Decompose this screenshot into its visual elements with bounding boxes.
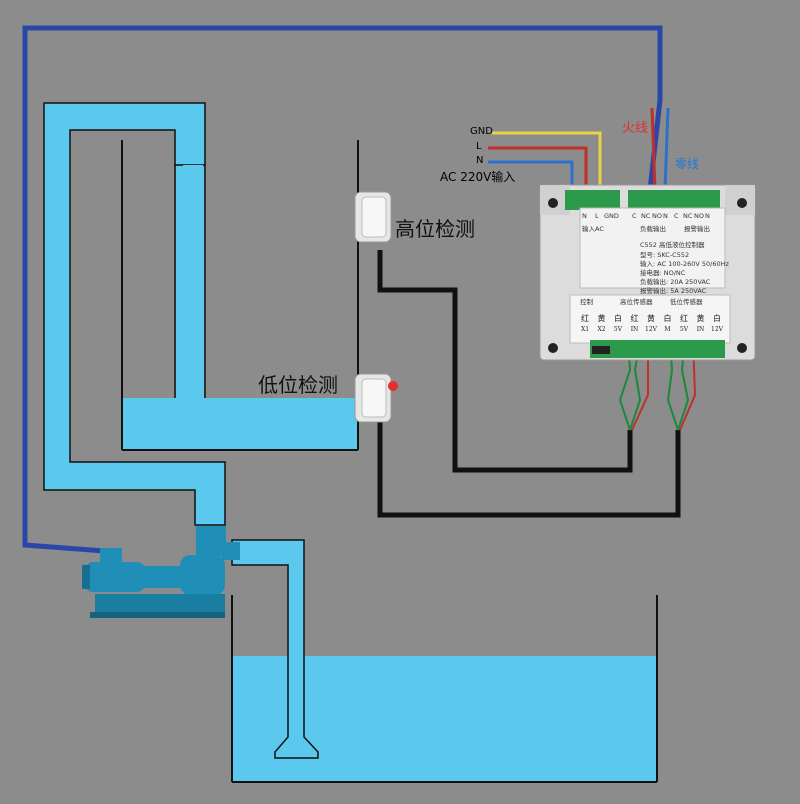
neutral-wire-label: 零线 bbox=[675, 157, 700, 171]
mount-hole-br bbox=[737, 343, 747, 353]
neutral-wire bbox=[663, 107, 670, 191]
sensor-indicator-led bbox=[388, 381, 398, 391]
terminal-id-2: 5V bbox=[613, 326, 623, 333]
terminal-n-left: N bbox=[582, 212, 587, 220]
terminal-color-7: 黄 bbox=[696, 314, 705, 323]
status-leds bbox=[592, 346, 610, 354]
l-wire bbox=[488, 146, 588, 190]
gnd-label: GND bbox=[470, 126, 493, 137]
terminal-color-5: 白 bbox=[663, 314, 672, 323]
mount-hole-bl bbox=[548, 343, 558, 353]
terminal-gnd: GND bbox=[604, 212, 619, 220]
n-label: N bbox=[476, 155, 484, 166]
alarm-output-label: 报警输出 bbox=[684, 225, 710, 233]
controller-input-spec: 输入: AC 100-260V 50/60Hz bbox=[640, 260, 729, 268]
bottom-group-control: 控制 bbox=[580, 298, 593, 306]
terminal-color-8: 白 bbox=[713, 314, 721, 323]
fill-pipe-water bbox=[176, 166, 204, 399]
high-level-detection-label: 高位检测 bbox=[395, 217, 475, 241]
bottom-group-high: 高位传感器 bbox=[620, 298, 653, 306]
n-wire bbox=[488, 160, 574, 190]
controller-alarm-spec: 报警输出: 5A 250VAC bbox=[640, 287, 707, 295]
terminal-color-2: 白 bbox=[614, 314, 622, 323]
low-level-sensor bbox=[354, 373, 398, 423]
terminal-no1: NO bbox=[652, 212, 662, 220]
load-output-label: 负载输出 bbox=[640, 225, 666, 233]
controller-load-spec: 负载输出: 20A 250VAC bbox=[640, 278, 711, 286]
high-sensor-cable bbox=[377, 250, 633, 473]
suction-pipe bbox=[231, 539, 319, 759]
terminal-id-4: 12V bbox=[645, 326, 657, 333]
pump-control-wire bbox=[22, 25, 663, 555]
terminal-color-6: 红 bbox=[680, 314, 688, 323]
upper-tank-water bbox=[123, 398, 357, 449]
water-pump bbox=[82, 526, 240, 618]
terminal-n2: N bbox=[705, 212, 710, 220]
controller-title: C552 高低液位控制器 bbox=[640, 241, 705, 249]
input-ac-label: 输入AC bbox=[582, 225, 604, 233]
terminal-id-5: M bbox=[664, 326, 671, 333]
terminal-id-7: IN bbox=[696, 326, 705, 333]
terminal-c2: C bbox=[674, 212, 679, 220]
high-level-sensor bbox=[354, 191, 392, 243]
gnd-wire bbox=[492, 131, 602, 190]
ac-input-label: AC 220V输入 bbox=[440, 170, 516, 184]
live-wire bbox=[650, 107, 657, 191]
controller-model: 型号: SKC-C552 bbox=[640, 251, 690, 259]
terminal-nc2: NC bbox=[683, 212, 693, 220]
low-sensor-cable bbox=[377, 410, 681, 518]
terminal-no2: NO bbox=[694, 212, 704, 220]
mount-hole-tl bbox=[548, 198, 558, 208]
terminal-id-3: IN bbox=[630, 326, 639, 333]
terminal-id-1: X2 bbox=[597, 326, 606, 333]
l-label: L bbox=[476, 141, 482, 152]
level-controller bbox=[539, 184, 756, 361]
terminal-color-3: 红 bbox=[630, 314, 639, 323]
terminal-id-6: 5V bbox=[679, 326, 689, 333]
terminal-l-left: L bbox=[595, 212, 599, 220]
terminal-color-1: 黄 bbox=[597, 314, 606, 323]
terminal-color-0: 红 bbox=[581, 314, 589, 323]
terminal-color-4: 黄 bbox=[647, 314, 655, 323]
terminal-id-8: 12V bbox=[711, 326, 723, 333]
terminal-nc1: NC bbox=[641, 212, 651, 220]
live-wire-label: 火线 bbox=[622, 121, 649, 136]
mount-hole-tr bbox=[737, 198, 747, 208]
low-level-detection-label: 低位检测 bbox=[258, 373, 338, 397]
controller-relay-spec: 接电器: NO/NC bbox=[640, 269, 686, 277]
terminal-n1: N bbox=[663, 212, 668, 220]
bottom-group-low: 低位传感器 bbox=[670, 298, 703, 306]
terminal-c1: C bbox=[632, 212, 637, 220]
terminal-id-0: X1 bbox=[580, 326, 590, 333]
